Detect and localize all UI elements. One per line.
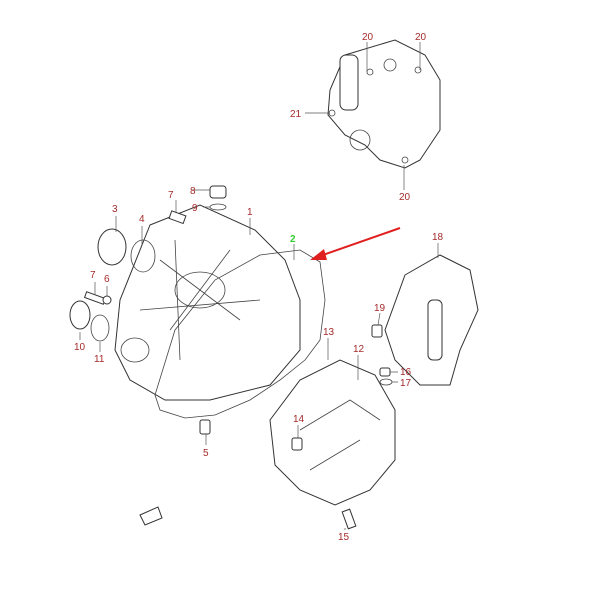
label-19[interactable]: 19 [374,303,386,314]
o-ring-part-4 [130,239,156,273]
label-13[interactable]: 13 [323,327,335,338]
washer-part-6 [102,295,112,305]
label-11[interactable]: 11 [94,354,105,365]
bolt-part-15 [341,508,357,530]
label-1[interactable]: 1 [247,207,253,218]
label-4[interactable]: 4 [139,214,145,225]
label-14[interactable]: 14 [293,414,305,425]
label-20[interactable]: 20 [362,32,374,43]
leader-lines [79,42,439,530]
dowel-part-5 [199,419,211,435]
oil-seal-part-10 [69,300,91,330]
label-8[interactable]: 8 [190,186,196,197]
label-2[interactable]: 2 [290,234,296,245]
label-6[interactable]: 6 [104,274,110,285]
label-15[interactable]: 15 [338,532,350,543]
label-17[interactable]: 17 [400,378,412,389]
bracket-part[interactable] [327,39,441,169]
front-direction-icon [139,506,163,526]
label-20[interactable]: 20 [399,192,411,203]
label-12[interactable]: 12 [353,344,365,355]
clutch-cover-part-1[interactable] [114,204,301,401]
label-3[interactable]: 3 [112,204,118,215]
label-9[interactable]: 9 [192,203,198,214]
bolt-part-7 [168,210,187,225]
label-18[interactable]: 18 [432,232,444,243]
label-7[interactable]: 7 [90,270,96,281]
gasket-part-2[interactable] [154,249,326,419]
label-16[interactable]: 16 [400,367,412,378]
dowel-part-19 [371,324,383,338]
label-5[interactable]: 5 [203,448,209,459]
small-parts [69,185,393,530]
washer-part-9 [209,203,227,211]
dowel-part-14 [291,437,303,451]
label-20[interactable]: 20 [415,32,427,43]
label-21[interactable]: 21 [290,109,302,120]
oil-seal-part-3 [97,228,127,266]
cover-part-18[interactable] [384,254,479,386]
plug-part-16 [379,367,391,377]
plug-part-8 [209,185,227,199]
label-10[interactable]: 10 [74,342,86,353]
clutch-outer-cover-part-13[interactable] [269,359,396,506]
highlight-arrow [310,227,401,260]
washer-part-17 [379,378,393,386]
o-ring-part-11 [90,314,110,342]
label-7[interactable]: 7 [168,190,174,201]
